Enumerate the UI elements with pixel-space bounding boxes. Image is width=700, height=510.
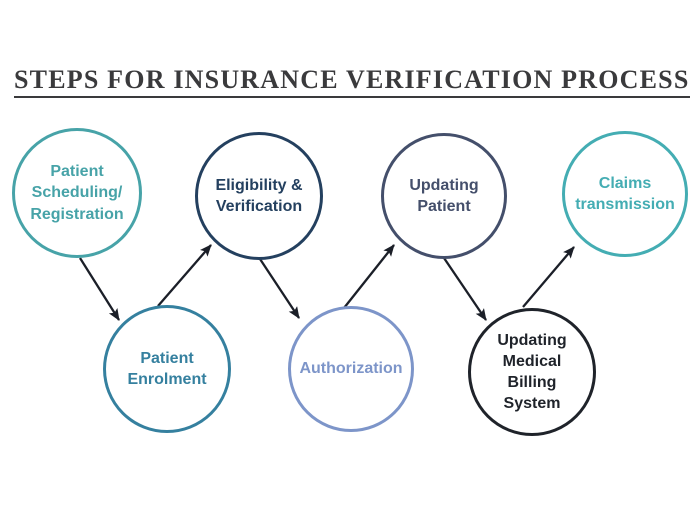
step-updating-patient: Updating Patient: [381, 133, 507, 259]
step-eligibility-verification: Eligibility & Verification: [195, 132, 323, 260]
step-label: Patient Enrolment: [127, 349, 207, 388]
step-label: Patient Scheduling/ Registration: [30, 163, 124, 223]
step-label: Claims transmission: [575, 174, 675, 213]
arrow-authorization-to-updating-patient: [343, 244, 395, 309]
page-title: STEPS FOR INSURANCE VERIFICATION PROCESS: [14, 66, 690, 99]
step-label: Updating Medical Billing System: [497, 331, 567, 413]
arrow-scheduling-to-enrolment: [79, 257, 120, 321]
step-claims-transmission: Claims transmission: [562, 131, 688, 257]
arrow-updating-patient-to-billing: [443, 257, 487, 321]
step-label: Updating Patient: [409, 176, 479, 215]
step-label: Authorization: [299, 360, 403, 378]
arrow-enrolment-to-eligibility: [157, 244, 212, 307]
step-patient-scheduling-registration: Patient Scheduling/ Registration: [12, 128, 142, 258]
step-patient-enrolment: Patient Enrolment: [103, 305, 231, 433]
step-updating-medical-billing-system: Updating Medical Billing System: [468, 308, 596, 436]
step-label: Eligibility & Verification: [215, 176, 303, 215]
arrow-billing-to-claims: [522, 246, 575, 308]
arrow-eligibility-to-authorization: [259, 258, 300, 319]
step-authorization: Authorization: [288, 306, 414, 432]
